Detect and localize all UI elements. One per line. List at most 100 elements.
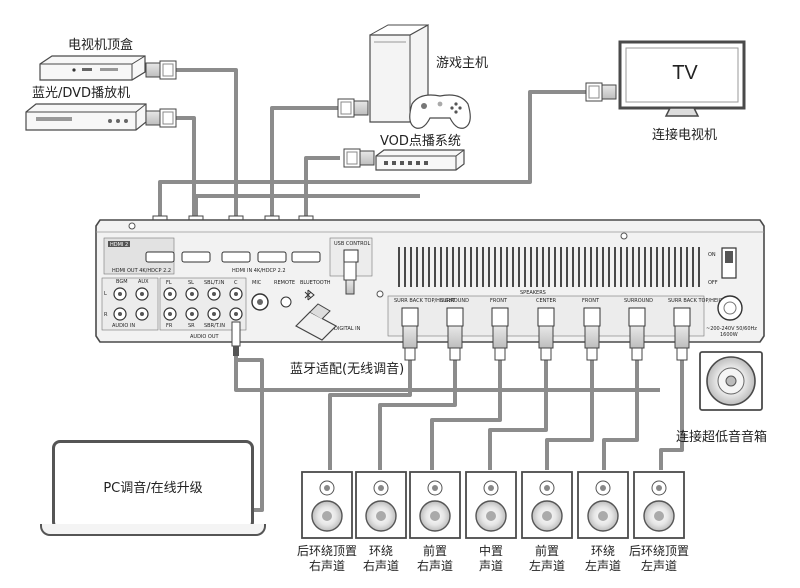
cable-vod xyxy=(304,156,340,220)
game-controller-icon xyxy=(409,94,471,129)
game-console-icon xyxy=(369,23,429,123)
hdmi-in-port-1[interactable] xyxy=(181,251,211,263)
speaker-icon xyxy=(577,471,629,539)
speaker-label-line2: 右声道 xyxy=(416,559,453,573)
hdmi-plug-icon xyxy=(585,82,617,102)
mic-label: MIC xyxy=(252,280,262,286)
vent-slots xyxy=(398,247,702,287)
laptop-icon: PC调音/在线升级 xyxy=(52,440,254,530)
bluetooth-dongle-icon xyxy=(295,303,337,341)
bluray-player-icon xyxy=(25,103,147,131)
on-label: ON xyxy=(708,252,716,258)
speaker-label-line2: 右声道 xyxy=(308,559,345,573)
speaker-label-line2: 左声道 xyxy=(528,559,565,573)
speaker-label-5: 前置左声道 xyxy=(507,544,587,574)
speaker-terminal[interactable] xyxy=(628,307,646,327)
speaker-plug-icon xyxy=(447,325,463,361)
speaker-icon xyxy=(355,471,407,539)
spk-term-6: SURROUND xyxy=(624,298,653,304)
speaker-label-line2: 左声道 xyxy=(584,559,621,573)
cable-subwoofer xyxy=(234,350,660,392)
speaker-terminal[interactable] xyxy=(583,307,601,327)
hdmi-in-port-4[interactable] xyxy=(291,251,321,263)
cable-hdmi-out2 xyxy=(194,194,420,220)
speaker-label-line2: 声道 xyxy=(478,559,503,573)
bluetooth-label: BLUETOOTH xyxy=(300,280,331,286)
cable-speaker-6 xyxy=(602,360,639,470)
speaker-icon xyxy=(521,471,573,539)
audio-out-sbr: SBR/T.IN xyxy=(204,323,225,329)
power-socket-icon xyxy=(717,295,743,321)
speaker-label-1: 后环绕顶置右声道 xyxy=(287,544,367,574)
speaker-label-line1: 前置 xyxy=(534,544,559,558)
pc-label: PC调音/在线升级 xyxy=(103,481,203,496)
usb-control-port[interactable] xyxy=(343,249,359,263)
cable-speaker-5 xyxy=(545,360,594,470)
speakers-label: SPEAKERS xyxy=(520,290,546,296)
speaker-terminal[interactable] xyxy=(673,307,691,327)
audio-out-c: C xyxy=(234,280,238,286)
cable-tv xyxy=(158,90,590,220)
speaker-label-6: 环绕左声道 xyxy=(563,544,643,574)
bluetooth-adapter-label: 蓝牙适配(无线调音) xyxy=(288,362,407,377)
tv-icon xyxy=(618,40,746,117)
remote-jack[interactable] xyxy=(280,296,292,308)
speaker-terminal[interactable] xyxy=(537,307,555,327)
power-watt: 1600W xyxy=(720,332,738,338)
speaker-label-2: 环绕右声道 xyxy=(341,544,421,574)
rca-centers xyxy=(118,292,238,316)
audio-out-sr: SR xyxy=(188,323,195,329)
audio-plug-icon xyxy=(231,321,241,356)
speaker-icon xyxy=(301,471,353,539)
subwoofer-label: 连接超低音音箱 xyxy=(676,430,768,445)
cable-bluray xyxy=(175,116,196,220)
laptop-base xyxy=(40,524,266,536)
spk-term-7: SURR BACK TOP/HEIGHT xyxy=(668,298,730,304)
speaker-terminal[interactable] xyxy=(491,307,509,327)
cable-speaker-1 xyxy=(328,360,412,470)
spk-term-1: SURR BACK TOP/HEIGHT xyxy=(394,298,456,304)
remote-label: REMOTE xyxy=(274,280,295,286)
bluetooth-icon xyxy=(304,289,315,301)
hdmi-plug-icon xyxy=(343,148,375,168)
set-top-box-icon xyxy=(39,55,146,81)
tv-connect-label: 连接电视机 xyxy=(652,128,718,143)
audio-out-sbl: SBL/T.IN xyxy=(204,280,225,286)
hdmi-in-port-3[interactable] xyxy=(257,251,287,263)
hdmi-in-port-2[interactable] xyxy=(221,251,251,263)
speaker-plug-icon xyxy=(538,325,554,361)
speaker-label-line2: 左声道 xyxy=(640,559,677,573)
speaker-wire-plugs xyxy=(231,321,690,361)
speakers xyxy=(301,471,685,539)
audio-out-fl: FL xyxy=(166,280,172,286)
hdmi-plug-icon xyxy=(337,98,369,118)
hdmi-plug-icon xyxy=(145,60,177,80)
speaker-terminal[interactable] xyxy=(446,307,464,327)
speaker-label-line1: 中置 xyxy=(478,544,503,558)
hdmi-in-label: HDMI IN 4K/HDCP 2.2 xyxy=(232,268,286,274)
cable-speaker-3 xyxy=(430,360,502,470)
set-top-box-label: 电视机顶盒 xyxy=(68,38,134,53)
cable-speaker-4 xyxy=(488,360,548,470)
speaker-label-4: 中置声道 xyxy=(451,544,531,574)
speaker-label-line1: 环绕 xyxy=(368,544,393,558)
off-label: OFF xyxy=(708,280,718,286)
spk-term-3: FRONT xyxy=(490,298,508,304)
hdmi-out-port-1[interactable] xyxy=(145,251,175,263)
speaker-label-line2: 右声道 xyxy=(362,559,399,573)
speaker-plug-icon xyxy=(492,325,508,361)
speaker-terminal[interactable] xyxy=(401,307,419,327)
speaker-label-3: 前置右声道 xyxy=(395,544,475,574)
hdmi-plug-icon xyxy=(145,108,177,128)
speaker-icon xyxy=(633,471,685,539)
cables xyxy=(158,68,684,512)
power-switch-icon[interactable] xyxy=(721,247,737,279)
speaker-plug-icon xyxy=(674,325,690,361)
cable-settop xyxy=(175,68,238,220)
digital-in-label: DIGITAL IN xyxy=(334,326,361,332)
audio-in-col-bgm: BGM xyxy=(116,279,128,285)
subwoofer-icon xyxy=(699,351,763,411)
tv-screen-label: TV xyxy=(672,62,698,84)
speaker-label-line1: 后环绕顶置 xyxy=(628,544,689,558)
audio-out-label: AUDIO OUT xyxy=(190,334,220,340)
